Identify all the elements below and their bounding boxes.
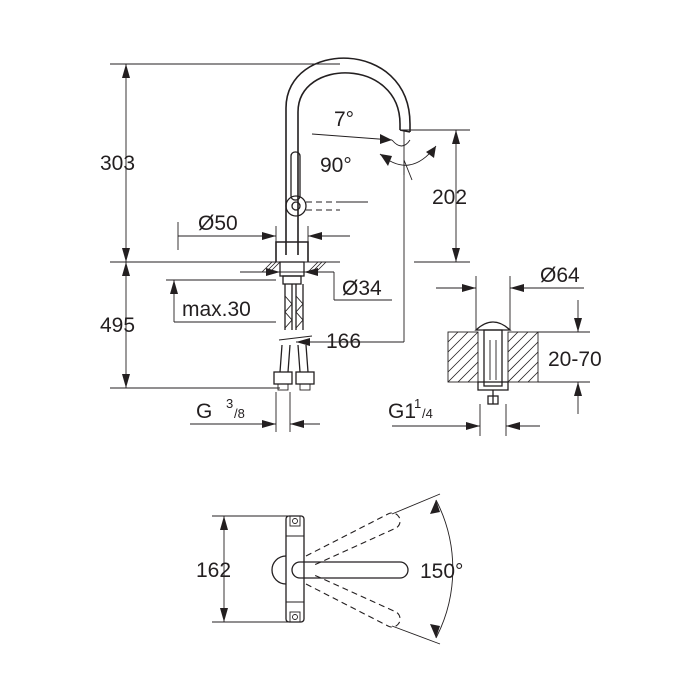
waste-basin-left — [447, 331, 479, 383]
mounting-washer — [282, 275, 302, 285]
label-diameter-34: Ø34 — [342, 277, 382, 300]
waste-body — [483, 329, 503, 387]
handle-lever — [290, 151, 301, 201]
top-handle — [291, 561, 409, 579]
dimension-495: 495 — [100, 262, 280, 389]
waste-tail-end — [487, 395, 499, 405]
top-handle-lower-dashed — [305, 573, 401, 628]
label-g-den: /8 — [234, 406, 245, 421]
dimension-166: 166 — [296, 160, 405, 353]
angle-90: 90° — [320, 145, 437, 203]
waste-hatch-left — [447, 331, 479, 383]
waste-hatch-right — [507, 331, 539, 383]
handle-pivot — [285, 195, 307, 217]
top-mount-plate — [285, 515, 305, 623]
angle-150: 150° — [391, 493, 463, 645]
dimension-162: 162 — [196, 515, 290, 623]
label-202: 202 — [432, 186, 467, 209]
label-g1: G1 — [388, 400, 416, 423]
label-diameter-64: Ø64 — [540, 264, 580, 287]
dimension-diameter-50: Ø50 — [177, 212, 350, 250]
label-20-70: 20-70 — [548, 348, 602, 371]
top-view — [271, 512, 409, 628]
label-495: 495 — [100, 314, 135, 337]
label-166: 166 — [326, 330, 361, 353]
label-150: 150° — [420, 560, 463, 583]
dimension-max-30: max.30 — [166, 279, 276, 323]
dimension-303: 303 — [100, 63, 340, 263]
fitting-right — [295, 371, 315, 385]
hose-left — [284, 284, 293, 330]
angle-7: 7° — [311, 108, 413, 181]
waste-basin-right — [507, 331, 539, 383]
label-90: 90° — [320, 154, 352, 177]
top-handle-upper-dashed — [305, 512, 401, 567]
label-g1-num: 1 — [414, 396, 421, 411]
spout-outer — [285, 57, 411, 255]
label-diameter-50: Ø50 — [198, 212, 238, 235]
waste-plug — [474, 321, 512, 331]
top-mount-bolt-top-hole — [292, 518, 298, 524]
label-7: 7° — [334, 108, 354, 131]
dimension-202: 202 — [400, 129, 470, 263]
dimension-20-70: 20-70 — [538, 300, 602, 414]
faucet-side-view — [250, 57, 411, 391]
top-body-circle — [271, 555, 287, 585]
hose-lower-left — [279, 344, 291, 373]
dimension-diameter-34: Ø34 — [240, 268, 392, 301]
fitting-right-thread — [299, 383, 311, 391]
fitting-left-thread — [277, 383, 289, 391]
dimension-diameter-64: Ø64 — [436, 264, 584, 330]
body-base — [275, 241, 309, 262]
dimension-g-3-8: G 3 /8 — [190, 392, 320, 432]
hose-right — [295, 284, 304, 330]
mounting-nut — [279, 261, 305, 277]
top-mount-bolt-bottom — [289, 611, 301, 623]
label-303: 303 — [100, 152, 135, 175]
label-max-30: max.30 — [182, 298, 251, 321]
waste-view — [447, 321, 539, 405]
handle-dashed — [306, 201, 340, 211]
hose-lower-right — [297, 344, 309, 373]
top-mount-bolt-top — [289, 515, 301, 527]
fitting-left — [273, 371, 293, 385]
dimension-g1-1-4: G1 1 /4 — [388, 396, 540, 436]
hose-break-mark — [278, 335, 313, 341]
label-g: G — [196, 400, 212, 423]
handle-pivot-inner — [291, 201, 301, 211]
hose-left-wavy — [284, 295, 293, 329]
top-mount-bolt-bottom-hole — [292, 614, 298, 620]
label-g-num: 3 — [226, 396, 233, 411]
label-g1-den: /4 — [422, 406, 433, 421]
label-162: 162 — [196, 559, 231, 582]
spout-inner — [297, 72, 401, 255]
hose-right-wavy — [295, 295, 304, 329]
